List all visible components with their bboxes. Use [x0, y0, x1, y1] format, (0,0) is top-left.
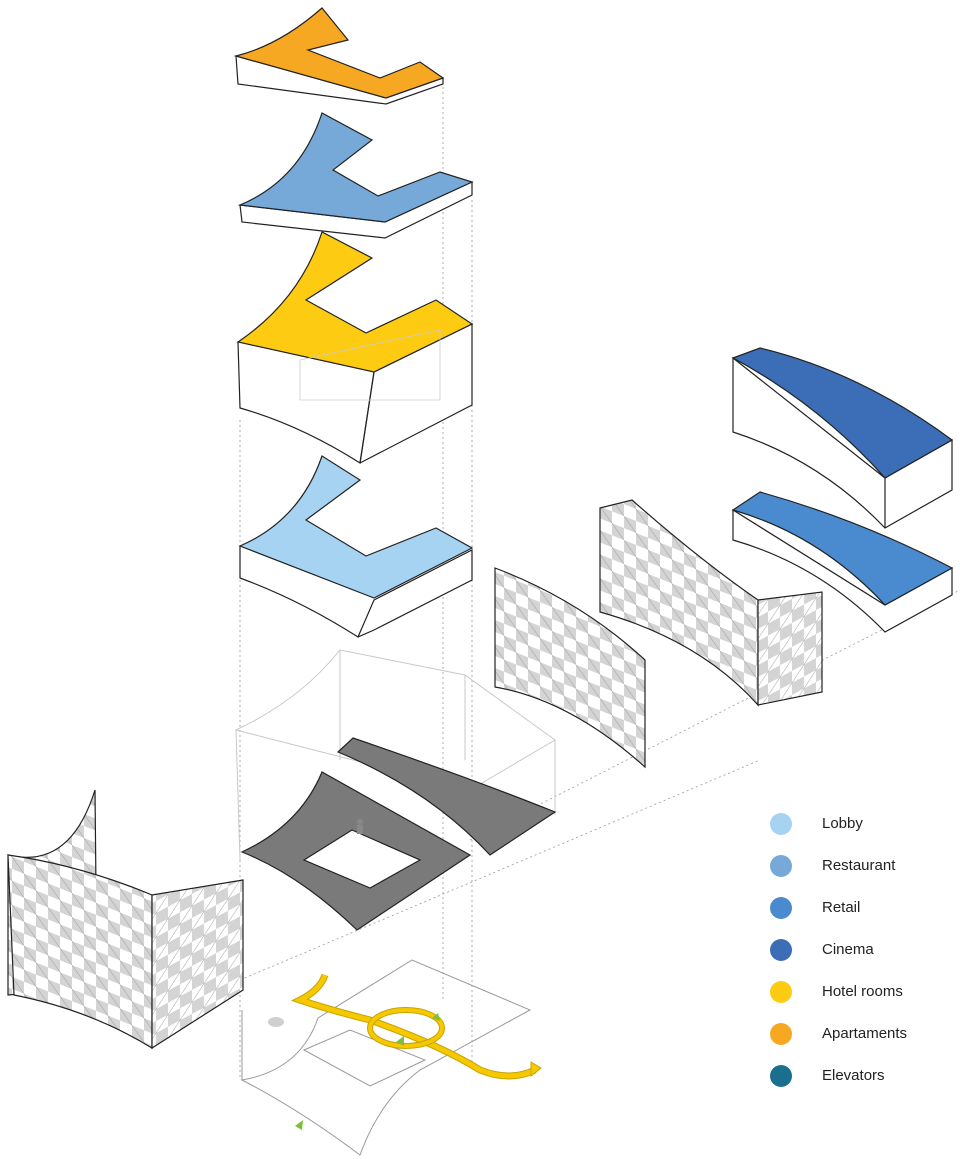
apartments-slab [233, 7, 445, 105]
person-icon [357, 819, 363, 834]
elevators-swatch-icon [770, 1065, 792, 1087]
legend-item-hotel-rooms: Hotel rooms [770, 976, 950, 1018]
core-floor-slab [240, 737, 557, 931]
core-wireframe [234, 649, 556, 861]
car-icon [268, 1017, 284, 1027]
cinema-block [731, 347, 954, 529]
legend: Lobby Restaurant Retail Cinema Hotel roo… [770, 808, 950, 1102]
circulation-path [290, 973, 542, 1080]
legend-label: Restaurant [822, 857, 896, 874]
lobby-swatch-icon [770, 813, 792, 835]
legend-label: Lobby [822, 815, 863, 832]
legend-item-cinema: Cinema [770, 934, 950, 976]
retail-swatch-icon [770, 897, 792, 919]
legend-item-elevators: Elevators [770, 1060, 950, 1102]
legend-label: Hotel rooms [822, 983, 903, 1000]
legend-label: Retail [822, 899, 861, 916]
hotel-rooms-block [236, 231, 474, 464]
legend-label: Apartaments [822, 1025, 908, 1042]
legend-item-apartaments: Apartaments [770, 1018, 950, 1060]
retail-slab [731, 491, 954, 633]
apartaments-swatch-icon [770, 1023, 792, 1045]
ground-floor-plan [240, 959, 532, 1156]
direction-arrow-icon [295, 1013, 440, 1130]
legend-item-retail: Retail [770, 892, 950, 934]
cinema-swatch-icon [770, 939, 792, 961]
restaurant-swatch-icon [770, 855, 792, 877]
facade-panel-middle [494, 567, 646, 769]
legend-item-lobby: Lobby [770, 808, 950, 850]
lobby-slab [238, 455, 474, 638]
facade-panel-left [7, 789, 244, 1050]
hotel-rooms-swatch-icon [770, 981, 792, 1003]
restaurant-slab [237, 112, 474, 239]
facade-panel-right [599, 499, 823, 707]
legend-item-restaurant: Restaurant [770, 850, 950, 892]
legend-label: Elevators [822, 1067, 885, 1084]
legend-label: Cinema [822, 941, 874, 958]
